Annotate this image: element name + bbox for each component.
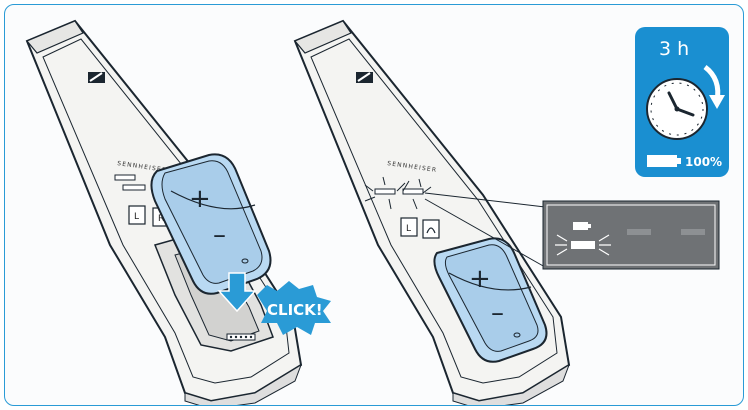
clock-icon: [646, 78, 708, 140]
flash-rays-right: [364, 176, 432, 210]
led-flash-rays: [555, 234, 611, 256]
plus-sign-right: +: [469, 264, 491, 294]
zoom-lines: [424, 192, 546, 268]
minus-sign-right: –: [491, 298, 504, 328]
sennheiser-logo-left: [88, 72, 105, 83]
illustration-canvas: SENNHEISER L R + –: [25, 19, 729, 405]
led-callout-panel: [542, 200, 720, 270]
sennheiser-logo-right: [356, 72, 373, 83]
minus-sign-left: –: [213, 220, 226, 250]
led-charging-lit: [571, 241, 595, 249]
right-remote: SENNHEISER L + –: [293, 19, 571, 405]
charge-time-badge: 3 h 100%: [635, 27, 729, 177]
click-callout-text: CLICK!: [267, 301, 323, 319]
battery-pack-right: + –: [433, 237, 548, 363]
battery-pack-left[interactable]: + –: [150, 153, 272, 295]
click-callout: CLICK!: [257, 281, 331, 335]
indicator-slit-left-2: [122, 184, 146, 191]
right-key-l[interactable]: L: [400, 217, 418, 237]
led-unlit-2: [681, 229, 705, 235]
left-remote: SENNHEISER L R + –: [25, 19, 331, 405]
charge-duration: 3 h: [659, 38, 689, 60]
indicator-slit-left-1: [114, 174, 136, 181]
indicator-slit-right-2: [402, 188, 424, 195]
battery-level-text: 100%: [685, 155, 722, 169]
headphone-key-right[interactable]: [422, 219, 440, 239]
plus-sign-left: +: [189, 184, 211, 214]
battery-full-icon: [647, 155, 681, 167]
indicator-slit-right-1: [374, 188, 396, 195]
illustration-frame: SENNHEISER L R + –: [4, 4, 744, 406]
svg-text:R: R: [158, 214, 164, 224]
svg-text:L: L: [406, 224, 411, 234]
svg-text:L: L: [134, 212, 139, 222]
battery-icon: [573, 222, 591, 230]
led-unlit-1: [627, 229, 651, 235]
battery-contacts-left: [226, 333, 256, 341]
left-key-l[interactable]: L: [128, 205, 146, 225]
insert-arrow-icon: [217, 272, 257, 313]
